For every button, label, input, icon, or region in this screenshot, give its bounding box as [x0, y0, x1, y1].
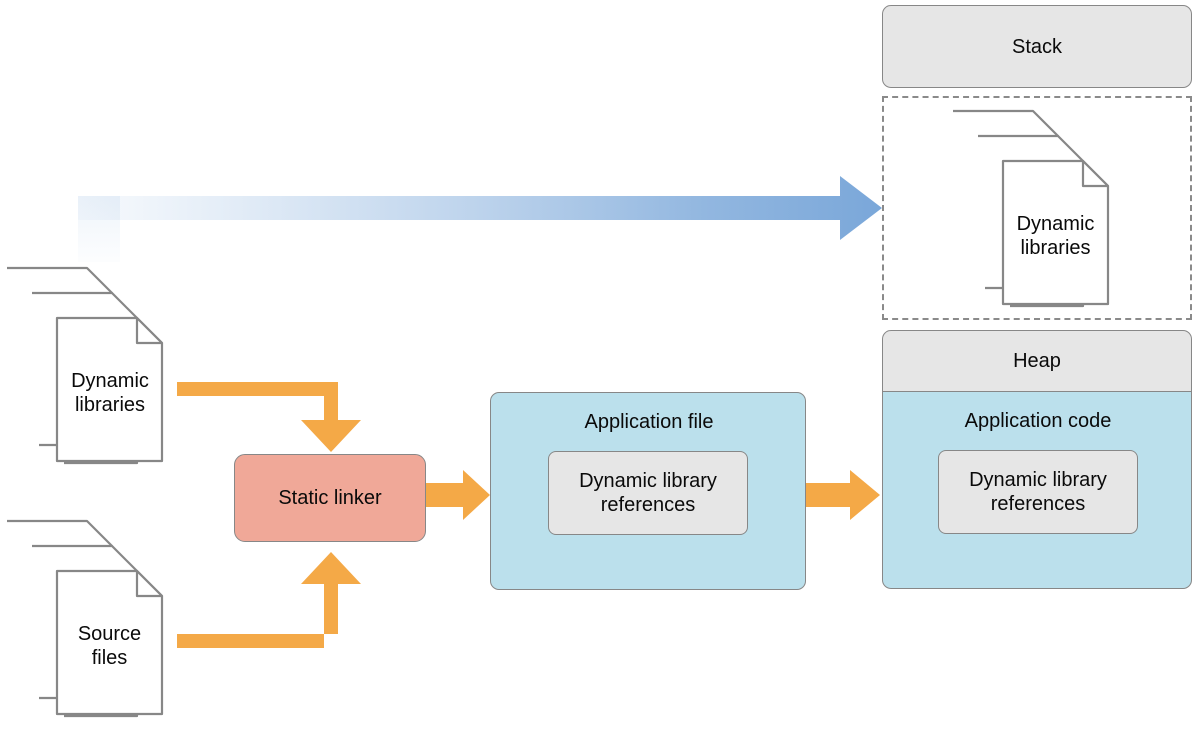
source-files-label: Source files [77, 623, 142, 670]
dynamic-libraries-to-linker-arrow [177, 382, 361, 452]
application-file-to-application-code-arrow [806, 470, 880, 520]
dynamic-libraries-source-label: Dynamic libraries [71, 370, 149, 417]
dynamic-libraries-loaded-stack: Dynamic libraries [950, 108, 1140, 310]
application-file-inner-box: Dynamic library references [548, 451, 748, 535]
static-linker-box: Static linker [234, 454, 426, 542]
linker-to-application-file-arrow [425, 470, 490, 520]
application-code-inner-box: Dynamic library references [938, 450, 1138, 534]
application-code-label: Application code [964, 410, 1112, 432]
heap-box: Heap [882, 330, 1192, 392]
runtime-dynamic-libraries-region [882, 96, 1192, 320]
source-files-to-linker-arrow [177, 552, 361, 648]
dynamic-libraries-load-arrow [78, 176, 882, 262]
application-file-inner-label: Dynamic library references [579, 470, 717, 516]
application-code-box: Application code Dynamic library referen… [882, 391, 1192, 589]
source-files-stack: Source files [4, 518, 194, 720]
application-code-inner-label: Dynamic library references [969, 469, 1107, 515]
static-linker-label: Static linker [278, 487, 382, 509]
stack-box: Stack [882, 5, 1192, 88]
heap-label: Heap [1013, 350, 1061, 372]
application-file-box: Application file Dynamic library referen… [490, 392, 806, 590]
dynamic-libraries-source-stack: Dynamic libraries [4, 265, 194, 467]
dynamic-libraries-loaded-label: Dynamic libraries [1016, 213, 1095, 260]
stack-label: Stack [1011, 35, 1063, 58]
application-file-label: Application file [584, 411, 714, 433]
